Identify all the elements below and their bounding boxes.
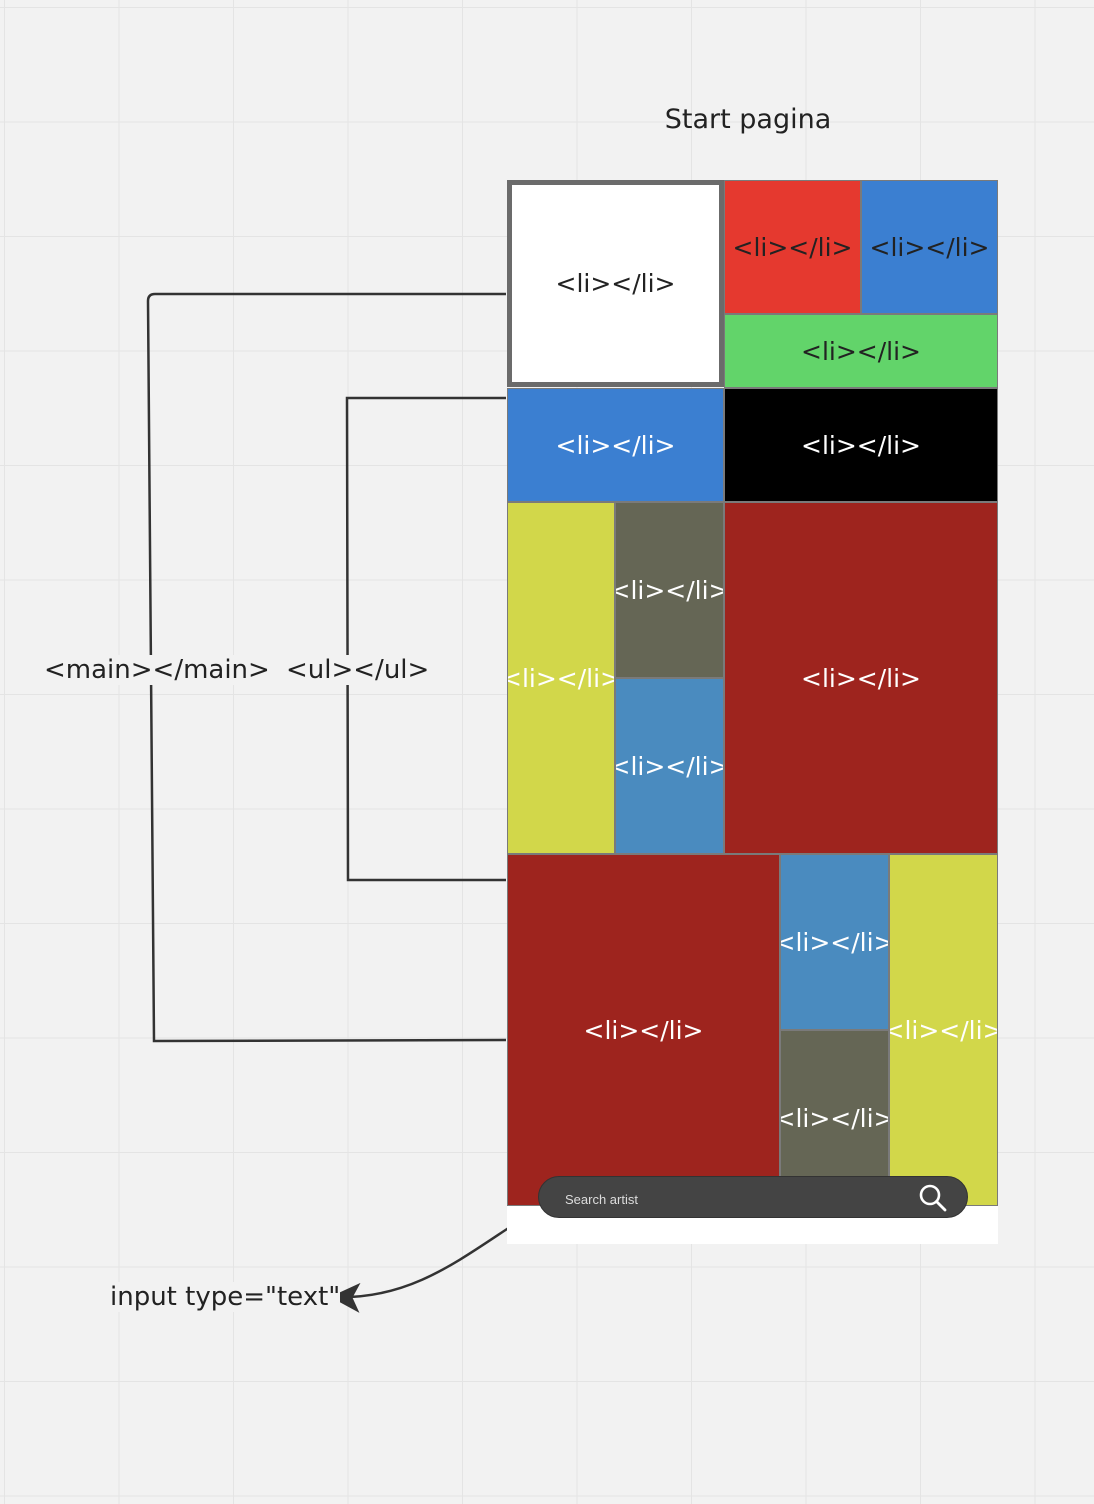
list-item-label: <li></li> xyxy=(801,430,921,460)
list-item-blue-mid: <li></li> xyxy=(507,388,724,502)
search-input[interactable] xyxy=(563,1185,897,1213)
list-item-label: <li></li> xyxy=(507,663,615,693)
list-item-label: <li></li> xyxy=(583,1015,704,1045)
list-item-label: <li></li> xyxy=(869,232,990,262)
list-item-red: <li></li> xyxy=(724,180,861,314)
list-item-label: <li></li> xyxy=(555,430,676,460)
list-item-label: <li></li> xyxy=(780,1103,889,1133)
ul-bracket xyxy=(345,396,506,882)
list-item-yellow-left: <li></li> xyxy=(507,502,615,854)
list-item-steelblue-bottom: <li></li> xyxy=(780,854,889,1030)
list-item-label: <li></li> xyxy=(780,927,889,957)
list-item-label: <li></li> xyxy=(615,575,724,605)
main-label: <main></main> xyxy=(44,655,270,685)
list-item-blue-top: <li></li> xyxy=(861,180,998,314)
main-bracket xyxy=(146,292,507,1043)
list-item-label: <li></li> xyxy=(615,751,724,781)
list-item-label: <li></li> xyxy=(801,663,921,693)
list-item-darkred-bottom: <li></li> xyxy=(507,854,780,1206)
list-item-label: <li></li> xyxy=(801,336,921,366)
list-item-black: <li></li> xyxy=(724,388,998,502)
list-item-yellow-right: <li></li> xyxy=(889,854,998,1206)
ul-label: <ul></ul> xyxy=(286,655,430,685)
list-item-label: <li></li> xyxy=(732,232,853,262)
list-item-green: <li></li> xyxy=(724,314,998,388)
list-item-steelblue-mid: <li></li> xyxy=(615,678,724,854)
search-bar xyxy=(538,1176,968,1218)
list-item-label: <li></li> xyxy=(555,269,676,298)
list-item-olive-top: <li></li> xyxy=(615,502,724,678)
list-item-label: <li></li> xyxy=(889,1015,998,1045)
list-item-white: <li></li> xyxy=(507,180,724,387)
list-item-darkred-right: <li></li> xyxy=(724,502,998,854)
search-icon[interactable] xyxy=(919,1184,947,1217)
page-title: Start pagina xyxy=(664,104,832,135)
input-label: input type="text" xyxy=(110,1282,341,1312)
